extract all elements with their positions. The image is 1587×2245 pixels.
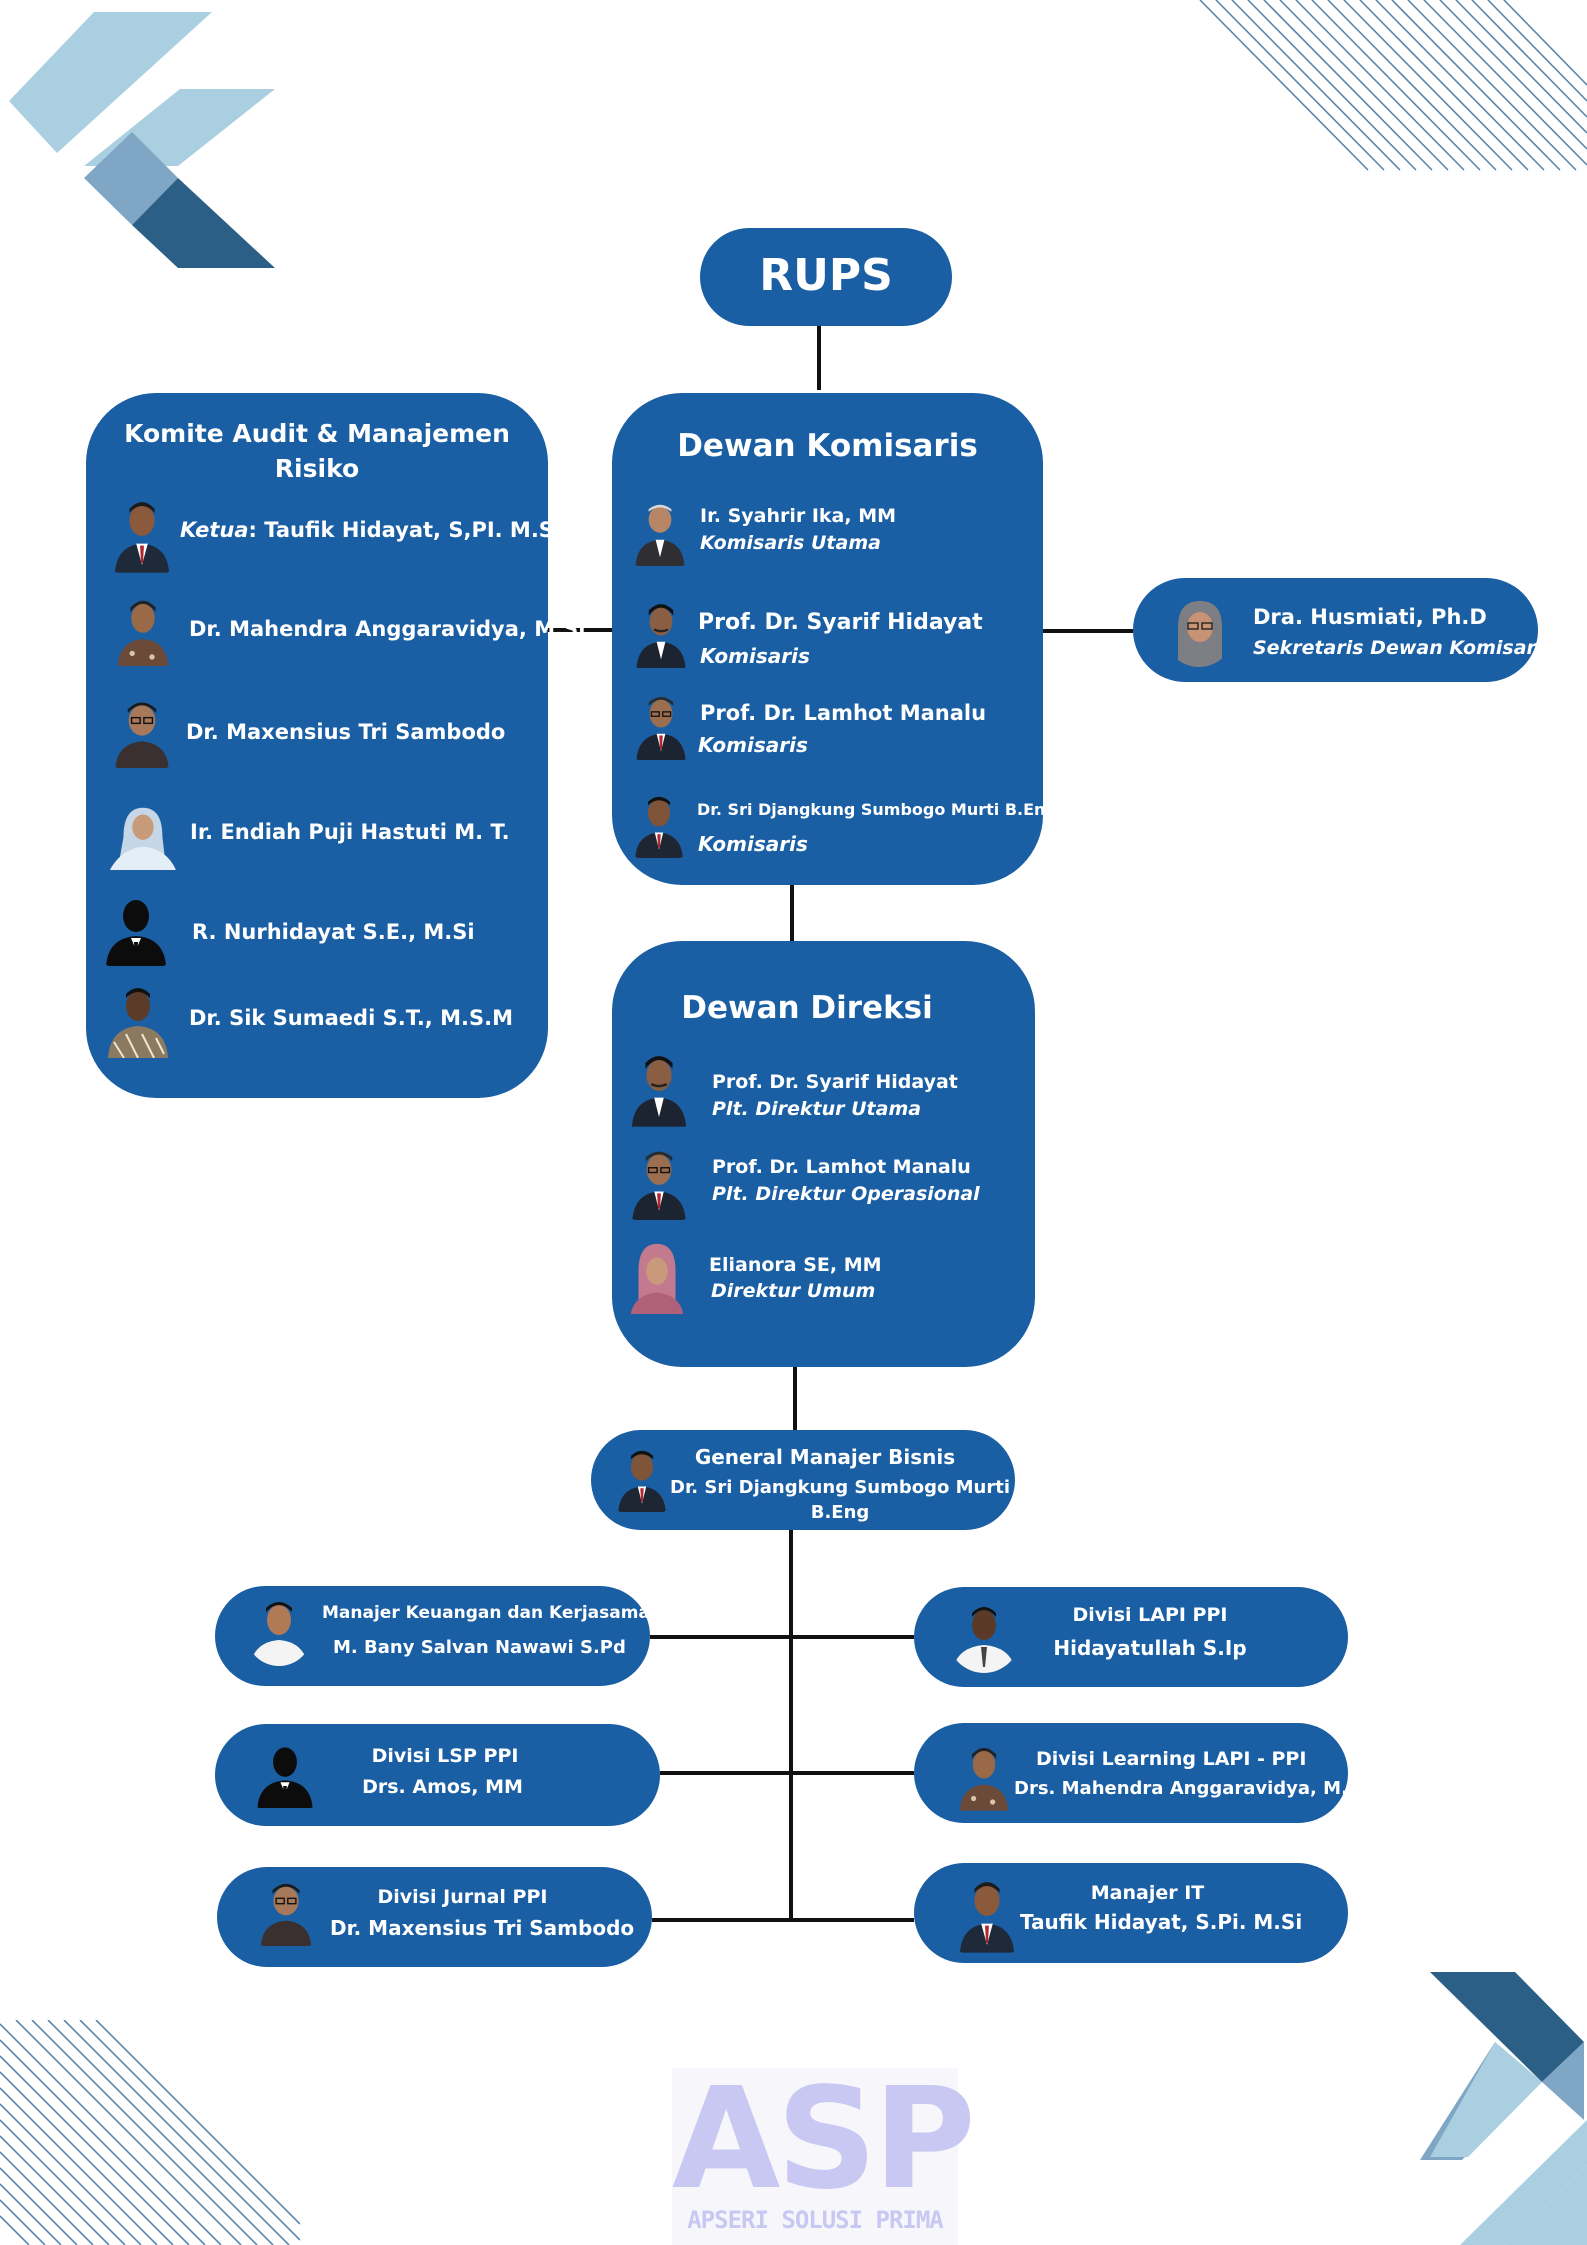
- komisaris-member-3-role: Komisaris: [698, 733, 808, 757]
- direksi-member-1-name: Prof. Dr. Syarif Hidayat: [712, 1071, 958, 1093]
- gm-name-line2: B.Eng: [810, 1502, 870, 1523]
- decor-chevron-top-left: [9, 12, 275, 268]
- sekretaris-role: Sekretaris Dewan Komisaris: [1253, 637, 1554, 659]
- logo-company-name: APSERI SOLUSI PRIMA: [687, 2206, 944, 2234]
- komite-member-1-name: : Taufik Hidayat, S,PI. M.Si: [248, 518, 562, 542]
- unit-lsp-photo: [254, 1740, 316, 1808]
- logo-mark: ASP: [672, 2058, 976, 2221]
- unit-lsp-title: Divisi LSP PPI: [371, 1745, 519, 1767]
- gm-name-line1: Dr. Sri Djangkung Sumbogo Murti: [670, 1477, 1011, 1498]
- company-logo: ASP APSERI SOLUSI PRIMA: [672, 2060, 976, 2245]
- komite-member-1-text: Ketua: Taufik Hidayat, S,PI. M.Si: [180, 518, 561, 542]
- decor-stripes-top-right: [1199, 0, 1587, 171]
- gm-photo: [616, 1444, 668, 1512]
- komite-member-3-name: Dr. Maxensius Tri Sambodo: [186, 720, 506, 744]
- rups-title: RUPS: [759, 250, 893, 301]
- connector-komite-komisaris: [546, 628, 612, 632]
- komisaris-member-2-role: Komisaris: [700, 644, 810, 668]
- direksi-member-2-name: Prof. Dr. Lamhot Manalu: [712, 1156, 971, 1178]
- komisaris-member-3-photo: [633, 690, 689, 760]
- sekretaris-photo: [1164, 593, 1234, 667]
- komite-member-4-photo: [102, 798, 180, 870]
- unit-it-name: Taufik Hidayat, S.Pi. M.Si: [1020, 1910, 1303, 1934]
- decor-stripes-bottom-left: [0, 2020, 300, 2245]
- person-silhouette-icon: [104, 892, 168, 966]
- unit-keuangan-title: Manajer Keuangan dan Kerjasama: [322, 1603, 650, 1623]
- komite-title-line2: Risiko: [274, 454, 360, 483]
- unit-keuangan-photo: [246, 1594, 312, 1666]
- komite-member-5-name: R. Nurhidayat S.E., M.Si: [192, 920, 475, 944]
- direksi-title: Dewan Direksi: [681, 990, 933, 1026]
- direksi-member-2-role: Plt. Direktur Operasional: [712, 1183, 980, 1205]
- direksi-member-3-name: Elianora SE, MM: [709, 1254, 882, 1276]
- komite-member-6-name: Dr. Sik Sumaedi S.T., M.S.M: [189, 1006, 513, 1030]
- person-silhouette-icon: [255, 1740, 315, 1808]
- komite-member-6-photo: [104, 982, 172, 1058]
- direksi-member-1-photo: [630, 1048, 688, 1128]
- unit-learning-photo: [958, 1740, 1010, 1812]
- unit-lapi-title: Divisi LAPI PPI: [1072, 1604, 1228, 1626]
- unit-keuangan-name: M. Bany Salvan Nawawi S.Pd: [333, 1637, 626, 1658]
- komite-member-3-photo: [113, 692, 171, 768]
- connector-row2: [660, 1771, 914, 1775]
- komisaris-member-4-role: Komisaris: [698, 832, 808, 856]
- komite-title-line1: Komite Audit & Manajemen: [124, 419, 510, 448]
- connector-rups-komisaris: [817, 326, 821, 390]
- komite-member-2-photo: [115, 594, 171, 666]
- komisaris-member-2-photo: [633, 598, 689, 668]
- komisaris-member-3-name: Prof. Dr. Lamhot Manalu: [700, 701, 987, 725]
- unit-jurnal-name: Dr. Maxensius Tri Sambodo: [330, 1916, 635, 1940]
- unit-learning-title: Divisi Learning LAPI - PPI: [1036, 1748, 1307, 1770]
- connector-main-vertical: [789, 1530, 793, 1922]
- connector-direksi-gm: [793, 1367, 797, 1430]
- komisaris-member-4-photo: [633, 790, 685, 858]
- unit-lapi-name: Hidayatullah S.Ip: [1053, 1636, 1247, 1660]
- komite-member-1-photo: [113, 495, 171, 573]
- komisaris-member-4-name: Dr. Sri Djangkung Sumbogo Murti B.Eng: [697, 800, 1057, 819]
- sekretaris-name: Dra. Husmiati, Ph.D: [1253, 605, 1487, 629]
- komisaris-member-1-photo: [633, 496, 687, 566]
- connector-row1: [650, 1635, 914, 1639]
- direksi-member-3-role: Direktur Umum: [711, 1280, 876, 1302]
- unit-it-photo: [958, 1875, 1016, 1953]
- komisaris-member-2-name: Prof. Dr. Syarif Hidayat: [698, 610, 983, 635]
- komisaris-title: Dewan Komisaris: [677, 428, 978, 464]
- gm-title: General Manajer Bisnis: [694, 1445, 956, 1469]
- komisaris-member-1-name: Ir. Syahrir Ika, MM: [700, 505, 897, 527]
- decor-chevron-bottom-right: [1420, 1972, 1587, 2245]
- rups-box: [700, 228, 952, 326]
- connector-komisaris-sekretaris: [1043, 629, 1133, 633]
- direksi-member-2-photo: [630, 1144, 688, 1220]
- unit-jurnal-title: Divisi Jurnal PPI: [377, 1886, 548, 1908]
- connector-komisaris-direksi: [790, 885, 794, 941]
- direksi-member-1-role: Plt. Direktur Utama: [712, 1098, 922, 1120]
- unit-jurnal-photo: [258, 1874, 314, 1946]
- connector-row3: [652, 1918, 914, 1922]
- komite-member-4-name: Ir. Endiah Puji Hastuti M. T.: [190, 820, 510, 844]
- unit-lapi-photo: [948, 1597, 1020, 1673]
- komite-member-2-name: Dr. Mahendra Anggaravidya, M.Si: [189, 617, 586, 641]
- unit-learning-name: Drs. Mahendra Anggaravidya, M.Si: [1014, 1778, 1368, 1799]
- komite-chair-prefix: Ketua: [180, 518, 249, 542]
- komisaris-member-1-role: Komisaris Utama: [700, 532, 881, 554]
- direksi-member-3-photo: [626, 1238, 688, 1314]
- komite-member-5-photo: [104, 892, 168, 966]
- unit-it-title: Manajer IT: [1090, 1882, 1205, 1904]
- unit-lsp-name: Drs. Amos, MM: [362, 1776, 523, 1798]
